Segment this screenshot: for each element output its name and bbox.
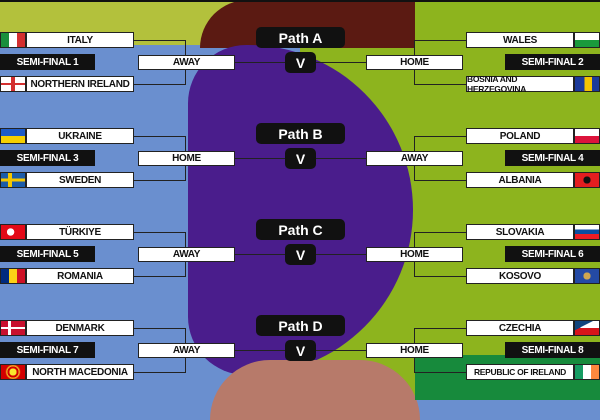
venue-label: HOME — [366, 55, 463, 70]
connector-line — [316, 350, 366, 351]
flag-albania-icon — [574, 172, 600, 188]
semi-final-label: SEMI-FINAL 6 — [505, 246, 600, 262]
path-label: Path A — [256, 27, 345, 48]
path-label: Path D — [256, 315, 345, 336]
connector-line — [134, 276, 186, 277]
connector-line — [316, 158, 366, 159]
team-name: UKRAINE — [26, 128, 134, 144]
team-name: POLAND — [466, 128, 574, 144]
team-name: NORTH MACEDONIA — [26, 364, 134, 380]
connector-line — [316, 62, 366, 63]
flag-north-macedonia-icon — [0, 364, 26, 380]
semi-final-label: SEMI-FINAL 4 — [505, 150, 600, 166]
team-name: DENMARK — [26, 320, 134, 336]
team-name: NORTHERN IRELAND — [26, 76, 134, 92]
connector-line — [414, 372, 466, 373]
connector-line — [134, 372, 186, 373]
flag-bosnia-icon — [574, 76, 600, 92]
venue-label: HOME — [366, 343, 463, 358]
connector-line — [414, 84, 466, 85]
connector-line — [235, 158, 285, 159]
versus-label: V — [285, 340, 316, 361]
background-bottom-pink — [210, 360, 420, 420]
semi-final-label: SEMI-FINAL 1 — [0, 54, 95, 70]
flag-poland-icon — [574, 128, 600, 144]
flag-czechia-icon — [574, 320, 600, 336]
team-name: ALBANIA — [466, 172, 574, 188]
connector-line — [414, 136, 466, 137]
team-name: CZECHIA — [466, 320, 574, 336]
semi-final-label: SEMI-FINAL 2 — [505, 54, 600, 70]
connector-line — [134, 136, 186, 137]
connector-line — [414, 40, 466, 41]
team-name: SWEDEN — [26, 172, 134, 188]
team-name: WALES — [466, 32, 574, 48]
flag-ukraine-icon — [0, 128, 26, 144]
path-label: Path C — [256, 219, 345, 240]
flag-slovakia-icon — [574, 224, 600, 240]
semi-final-label: SEMI-FINAL 7 — [0, 342, 95, 358]
team-name: REPUBLIC OF IRELAND — [466, 364, 574, 380]
team-name: SLOVAKIA — [466, 224, 574, 240]
team-name: KOSOVO — [466, 268, 574, 284]
connector-line — [414, 276, 466, 277]
flag-sweden-icon — [0, 172, 26, 188]
flag-northern-ireland-icon — [0, 76, 26, 92]
venue-label: AWAY — [138, 55, 235, 70]
versus-label: V — [285, 244, 316, 265]
connector-line — [134, 84, 186, 85]
team-name: ITALY — [26, 32, 134, 48]
flag-romania-icon — [0, 268, 26, 284]
connector-line — [414, 232, 466, 233]
connector-line — [134, 180, 186, 181]
flag-kosovo-icon — [574, 268, 600, 284]
connector-line — [414, 328, 466, 329]
flag-turkiye-icon — [0, 224, 26, 240]
team-name: ROMANIA — [26, 268, 134, 284]
connector-line — [414, 180, 466, 181]
connector-line — [235, 254, 285, 255]
background-top-strip — [0, 0, 600, 2]
venue-label: HOME — [366, 247, 463, 262]
venue-label: AWAY — [366, 151, 463, 166]
connector-line — [134, 328, 186, 329]
connector-line — [134, 40, 186, 41]
flag-denmark-icon — [0, 320, 26, 336]
connector-line — [316, 254, 366, 255]
semi-final-label: SEMI-FINAL 8 — [505, 342, 600, 358]
flag-ireland-icon — [574, 364, 600, 380]
semi-final-label: SEMI-FINAL 3 — [0, 150, 95, 166]
venue-label: AWAY — [138, 343, 235, 358]
path-label: Path B — [256, 123, 345, 144]
flag-wales-icon — [574, 32, 600, 48]
versus-label: V — [285, 148, 316, 169]
versus-label: V — [285, 52, 316, 73]
connector-line — [235, 350, 285, 351]
venue-label: AWAY — [138, 247, 235, 262]
connector-line — [134, 232, 186, 233]
venue-label: HOME — [138, 151, 235, 166]
team-name: BOSNIA AND HERZEGOVINA — [466, 74, 574, 94]
team-name: TÜRKIYE — [26, 224, 134, 240]
connector-line — [235, 62, 285, 63]
semi-final-label: SEMI-FINAL 5 — [0, 246, 95, 262]
flag-italy-icon — [0, 32, 26, 48]
